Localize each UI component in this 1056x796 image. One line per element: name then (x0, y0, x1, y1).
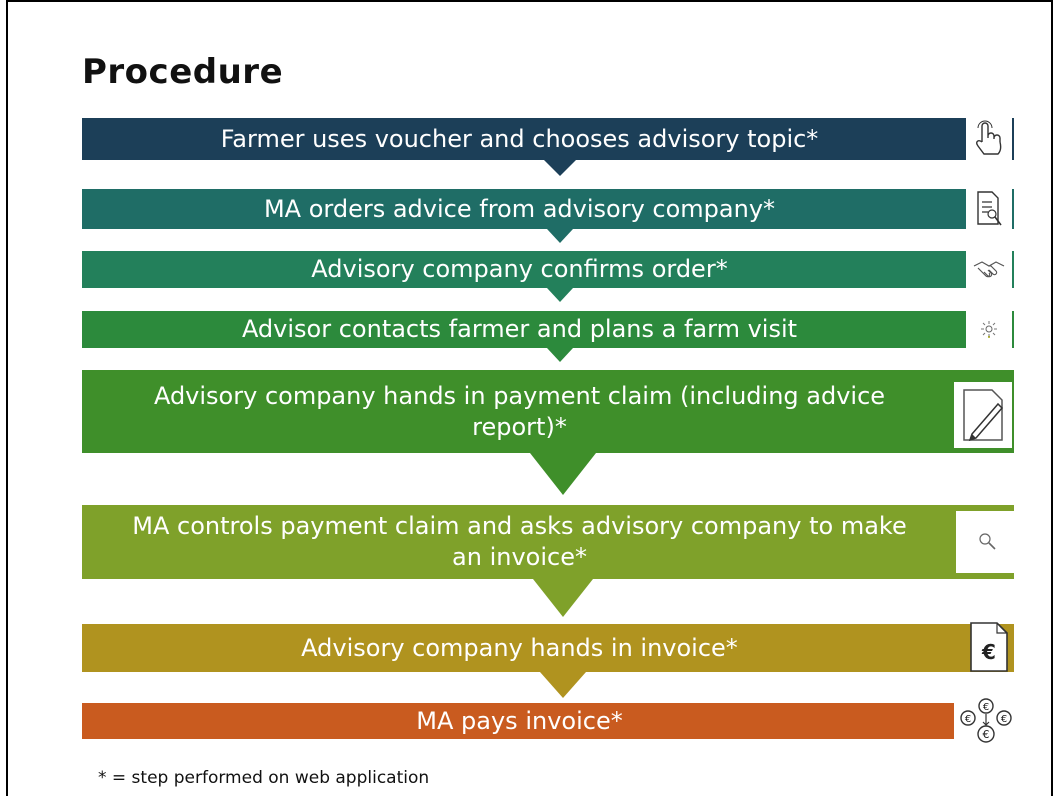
lightbulb-icon (966, 311, 1012, 348)
flow-arrow (540, 672, 586, 698)
flow-arrow-shaft (544, 453, 582, 455)
step-label: MA pays invoice* (416, 706, 623, 735)
handshake-icon (966, 251, 1012, 288)
pencil-paper-icon (954, 382, 1012, 448)
step-advisor-contacts: Advisor contacts farmer and plans a farm… (82, 311, 1014, 348)
step-label: Advisory company hands in invoice* (301, 633, 738, 662)
step-farmer-voucher: Farmer uses voucher and chooses advisory… (82, 118, 1014, 160)
step-label: MA orders advice from advisory company* (263, 194, 776, 223)
step-label: Advisor contacts farmer and plans a farm… (241, 315, 798, 343)
euro-coins-icon: € € € € (954, 695, 1018, 747)
flow-arrow (533, 579, 593, 617)
flow-arrow (547, 229, 573, 243)
step-payment-claim: Advisory company hands in payment claim … (82, 370, 1014, 453)
step-label: Advisory company confirms order* (311, 255, 728, 283)
step-label: MA controls payment claim and asks advis… (132, 512, 907, 571)
svg-text:€: € (1001, 714, 1007, 725)
euro-document-icon: € (966, 618, 1012, 676)
svg-text:€: € (965, 714, 971, 725)
flow-arrow (530, 453, 596, 495)
step-confirms-order: Advisory company confirms order* (82, 251, 1014, 288)
step-controls-claim: MA controls payment claim and asks advis… (82, 505, 1020, 579)
svg-text:€: € (981, 640, 996, 664)
svg-text:€: € (983, 728, 990, 741)
step-ma-pays: MA pays invoice* € € € € (82, 695, 1018, 747)
hand-pointer-icon (966, 118, 1012, 160)
flow-arrow (547, 288, 573, 302)
flow-arrow (544, 160, 576, 176)
svg-text:€: € (983, 702, 989, 713)
step-ma-orders: MA orders advice from advisory company* (82, 189, 1014, 229)
footnote: * = step performed on web application (98, 768, 430, 788)
step-hands-invoice: Advisory company hands in invoice* € (82, 622, 1014, 672)
step-label: Farmer uses voucher and chooses advisory… (220, 124, 819, 153)
slide-frame (6, 0, 1053, 796)
page-title: Procedure (82, 52, 284, 92)
magnifier-icon (956, 511, 1020, 573)
step-label: Advisory company hands in payment claim … (153, 381, 886, 441)
flow-arrow (547, 348, 573, 362)
document-search-icon (966, 189, 1012, 229)
